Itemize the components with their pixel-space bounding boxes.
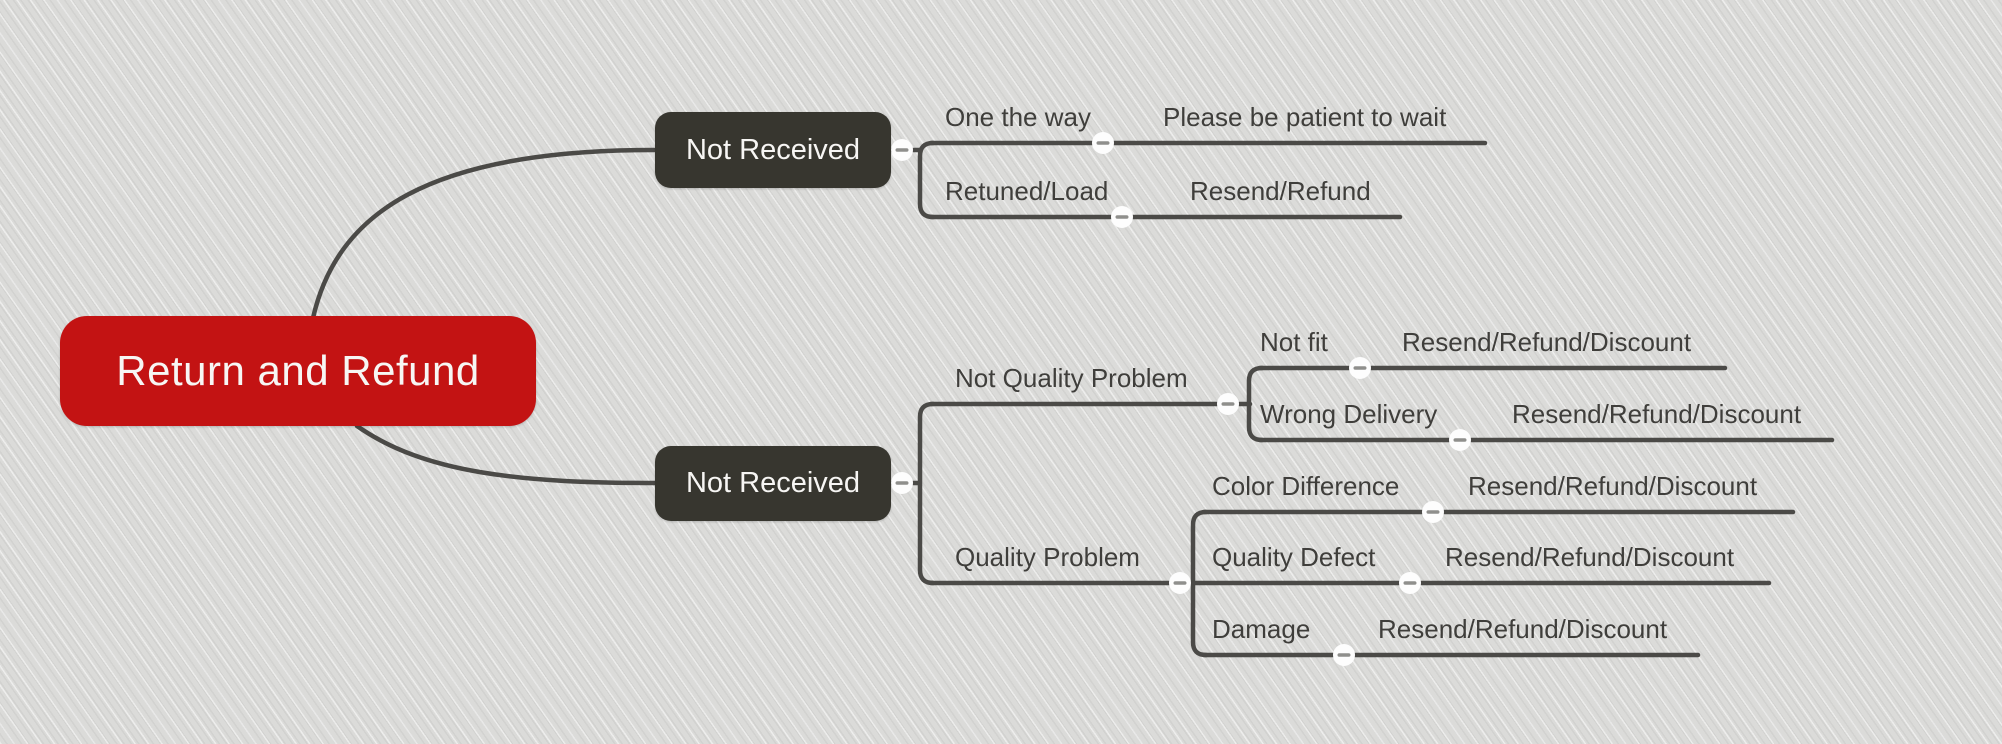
bracket-branch-2	[917, 401, 936, 586]
topic-resend-refund-discount-3[interactable]: Resend/Refund/Discount	[1468, 471, 1758, 502]
connector-root-to-branch-2	[354, 423, 659, 486]
topic-resend-refund-discount-1[interactable]: Resend/Refund/Discount	[1402, 327, 1692, 358]
collapse-button-not-quality-problem[interactable]	[1217, 393, 1239, 415]
bracket-branch-1	[917, 140, 936, 220]
branch-topic-label: Not Received	[685, 467, 861, 499]
branch-topic-not-received-2[interactable]: Not Received	[655, 446, 891, 521]
collapse-button-quality-defect[interactable]	[1399, 572, 1421, 594]
collapse-button-one-the-way[interactable]	[1092, 132, 1114, 154]
minus-icon	[1173, 581, 1187, 585]
topic-quality-problem[interactable]: Quality Problem	[955, 542, 1140, 573]
branch-topic-label: Not Received	[685, 133, 861, 166]
minus-icon	[895, 148, 909, 152]
branch-topic-not-received-1[interactable]: Not Received	[655, 112, 891, 188]
collapse-button-quality-problem[interactable]	[1169, 572, 1191, 594]
minus-icon	[1115, 215, 1129, 219]
collapse-button-wrong-delivery[interactable]	[1449, 429, 1471, 451]
minus-icon	[1453, 438, 1467, 442]
topic-resend-refund-discount-4[interactable]: Resend/Refund/Discount	[1445, 542, 1735, 573]
collapse-button-branch-2[interactable]	[891, 472, 913, 494]
topic-please-be-patient[interactable]: Please be patient to wait	[1163, 102, 1447, 133]
connector-root-to-branch-1	[310, 147, 657, 321]
topic-wrong-delivery[interactable]: Wrong Delivery	[1260, 399, 1438, 430]
minus-icon	[1337, 653, 1351, 657]
collapse-button-not-fit[interactable]	[1349, 357, 1371, 379]
topic-retuned-load[interactable]: Retuned/Load	[945, 176, 1109, 207]
topic-not-quality-problem[interactable]: Not Quality Problem	[955, 363, 1188, 394]
bracket-nqp	[1246, 365, 1265, 443]
topic-resend-refund-discount-5[interactable]: Resend/Refund/Discount	[1378, 614, 1668, 645]
root-topic-return-and-refund[interactable]: Return and Refund	[60, 316, 536, 426]
collapse-button-retuned-load[interactable]	[1111, 206, 1133, 228]
minus-icon	[1426, 510, 1440, 514]
minus-icon	[1353, 366, 1367, 370]
collapse-button-branch-1[interactable]	[891, 139, 913, 161]
collapse-button-color-difference[interactable]	[1422, 501, 1444, 523]
topic-one-the-way[interactable]: One the way	[945, 102, 1091, 133]
minus-icon	[1221, 402, 1235, 406]
minus-icon	[1096, 141, 1110, 145]
topic-resend-refund-discount-2[interactable]: Resend/Refund/Discount	[1512, 399, 1802, 430]
minus-icon	[895, 481, 909, 485]
topic-resend-refund[interactable]: Resend/Refund	[1190, 176, 1371, 207]
topic-not-fit[interactable]: Not fit	[1260, 327, 1328, 358]
root-topic-label: Return and Refund	[116, 347, 480, 394]
minus-icon	[1403, 581, 1417, 585]
topic-damage[interactable]: Damage	[1212, 614, 1311, 645]
topic-quality-defect[interactable]: Quality Defect	[1212, 542, 1376, 573]
topic-color-difference[interactable]: Color Difference	[1212, 471, 1400, 502]
collapse-button-damage[interactable]	[1333, 644, 1355, 666]
